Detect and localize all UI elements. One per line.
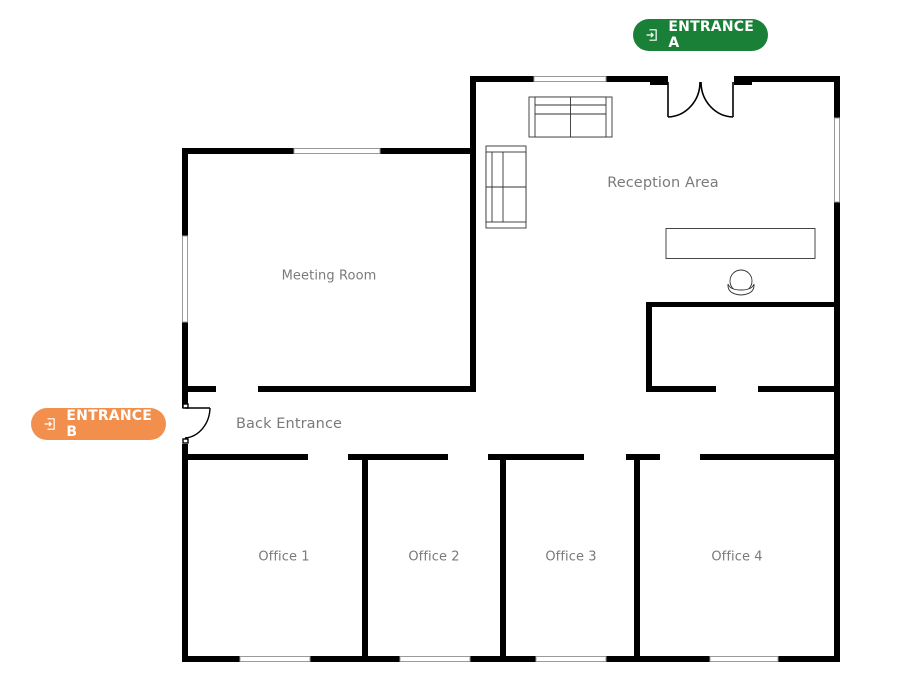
walls [182, 76, 840, 662]
reception-desk [665, 228, 816, 259]
entrance-b-badge[interactable]: ENTRANCE B [31, 408, 166, 440]
room-label-office-2: Office 2 [408, 549, 460, 565]
sofa-icon [528, 96, 613, 138]
room-label-office-3: Office 3 [545, 549, 597, 565]
room-label-reception: Reception Area [607, 175, 719, 191]
door-icon [182, 403, 211, 444]
chair-icon [727, 269, 755, 296]
room-label-meeting: Meeting Room [281, 268, 377, 284]
room-label-back-entrance: Back Entrance [235, 416, 343, 432]
entrance-a-badge[interactable]: ENTRANCE A [633, 19, 768, 51]
entrance-a-label: ENTRANCE A [668, 19, 754, 51]
double-door-icon [667, 81, 734, 118]
room-label-office-4: Office 4 [711, 549, 763, 565]
sofa-icon-2 [485, 145, 527, 229]
sign-in-icon [646, 29, 657, 41]
room-label-office-1: Office 1 [258, 549, 310, 565]
entrance-b-label: ENTRANCE B [66, 408, 152, 440]
windows [182, 76, 840, 662]
sign-in-icon [44, 418, 55, 430]
